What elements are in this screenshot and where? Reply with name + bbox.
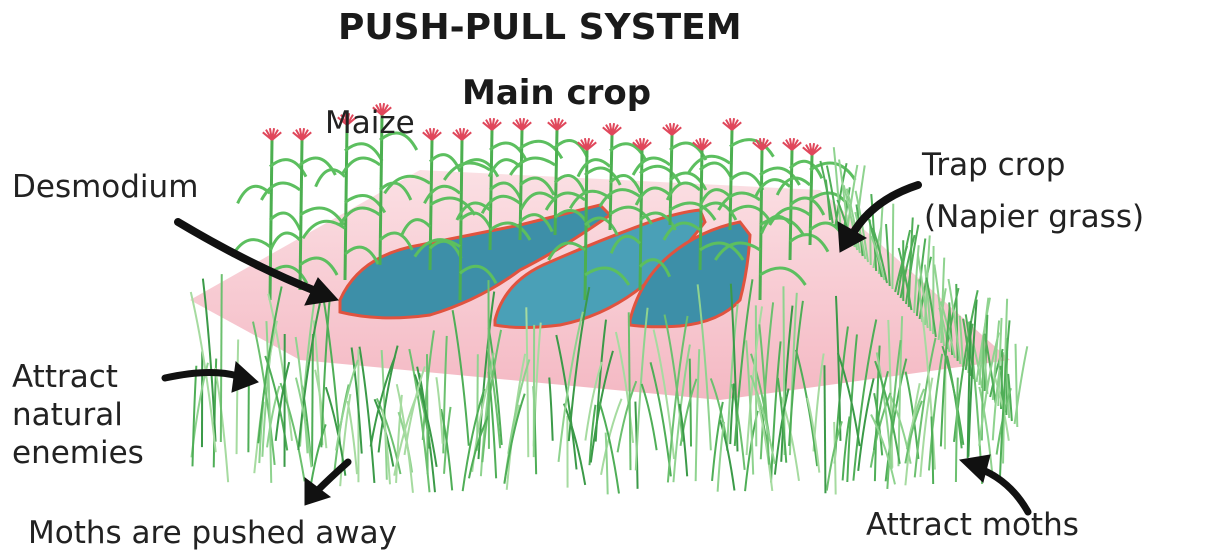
- napier-grass-label: (Napier grass): [924, 202, 1144, 233]
- grass-blade: [237, 339, 239, 454]
- grass-blade: [956, 378, 958, 482]
- diagram-title: PUSH-PULL SYSTEM: [338, 10, 742, 46]
- grass-blade: [956, 284, 957, 361]
- moths-pushed-away-label: Moths are pushed away: [28, 518, 397, 549]
- grass-blade: [892, 204, 893, 289]
- grass-blade: [905, 383, 919, 485]
- grass-blade: [834, 422, 836, 495]
- attract-natural-enemies-label: Attract natural enemies: [12, 358, 144, 472]
- pushed-away-arrow: [316, 462, 348, 492]
- grass-blade: [601, 399, 621, 475]
- grass-blade: [642, 384, 657, 450]
- attract-moths-label: Attract moths: [866, 510, 1079, 541]
- attract-moths-arrow: [978, 468, 1028, 512]
- grass-blade: [504, 394, 524, 484]
- grass-blade: [549, 377, 552, 440]
- grass-blade: [359, 347, 374, 483]
- desmodium-label: Desmodium: [12, 172, 198, 203]
- grass-blade: [312, 334, 313, 466]
- grass-blade: [477, 354, 478, 450]
- grass-blade: [858, 378, 873, 470]
- grass-blade: [824, 365, 825, 493]
- trap-crop-label: Trap crop: [922, 150, 1065, 181]
- main-crop-heading: Main crop: [462, 76, 651, 110]
- grass-blade: [221, 274, 222, 442]
- maize-label: Maize: [325, 108, 415, 139]
- grass-blade: [192, 366, 196, 467]
